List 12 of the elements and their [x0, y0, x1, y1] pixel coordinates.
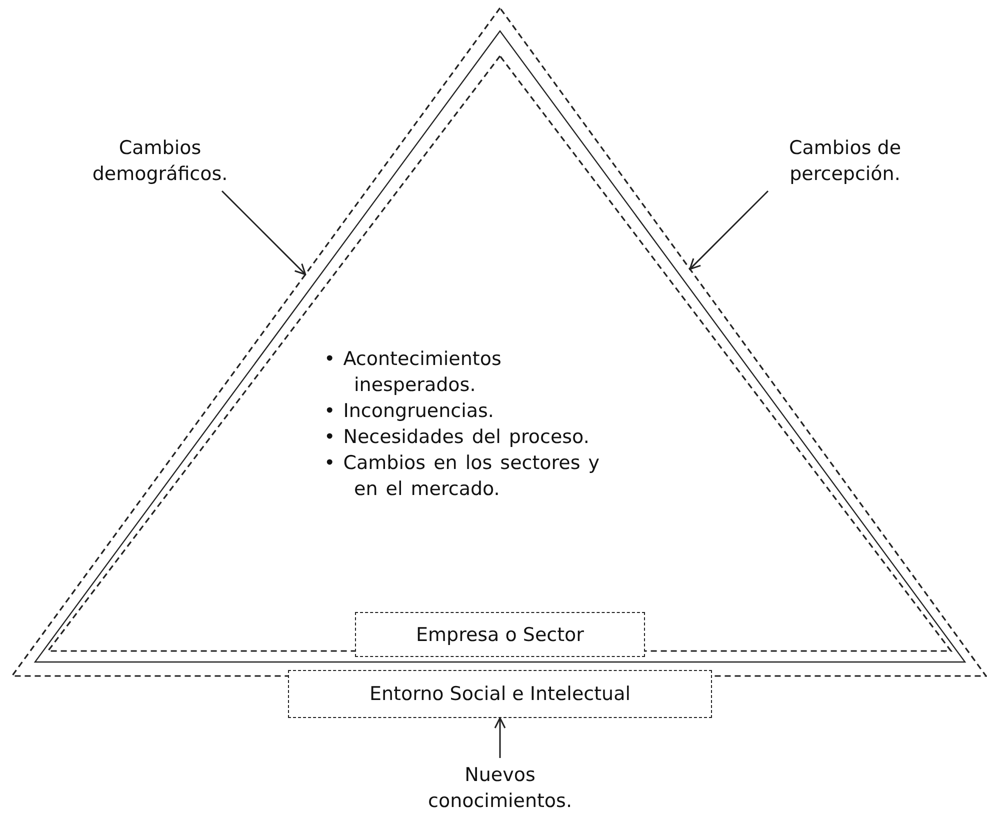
bullet-item: • Incongruencias. [324, 399, 495, 424]
arrow [689, 190, 769, 270]
factor-label: Cambios de percepción. [788, 136, 902, 187]
factor-label: Cambios demográficos. [91, 136, 229, 187]
section-label: Entorno Social e Intelectual [288, 670, 712, 718]
section-label: Empresa o Sector [355, 612, 645, 657]
arrow [221, 190, 306, 276]
bullet-item: • Cambios en los sectores y en el mercado. [324, 451, 601, 502]
factor-label: Nuevos conocimientos. [427, 763, 573, 814]
bullet-item: • Acontecimientos inesperados. [324, 347, 502, 398]
bullet-item: • Necesidades del proceso. [324, 425, 590, 450]
arrow [494, 717, 506, 758]
